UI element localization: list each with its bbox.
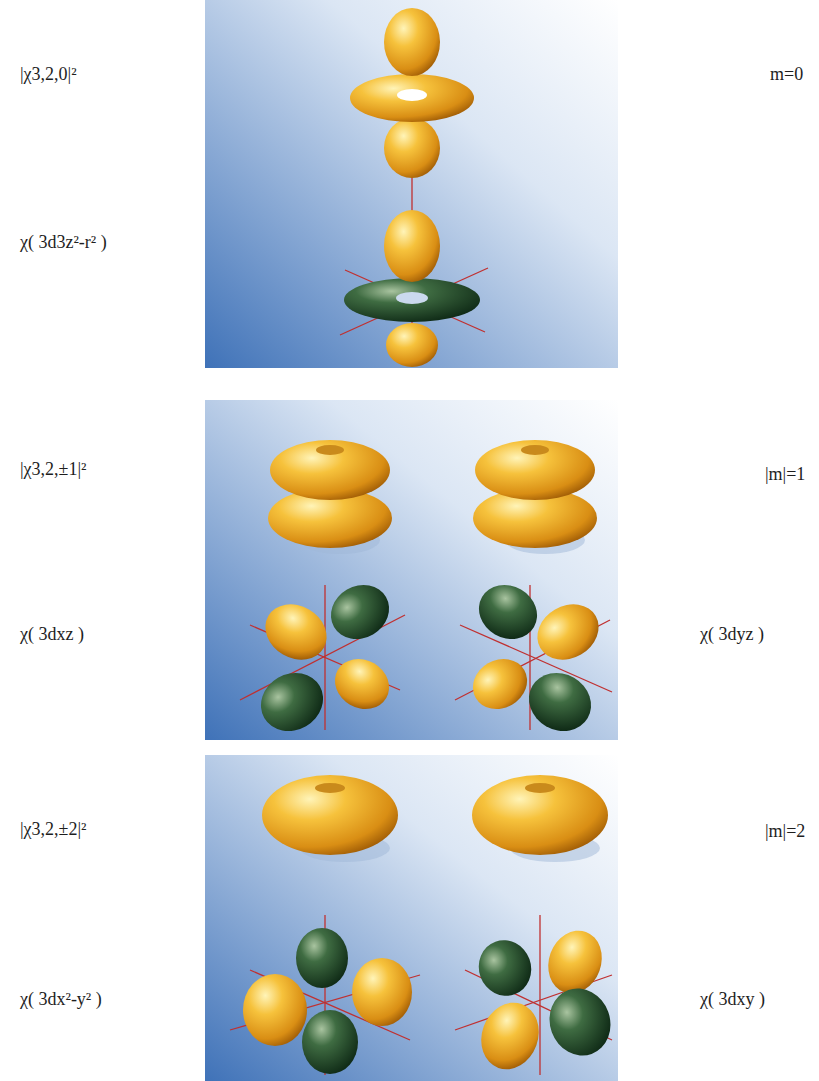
orbital-lobe	[386, 323, 438, 367]
orbital-label: |m|=2	[765, 821, 805, 843]
orbital-label: |χ3,2,±2|²	[20, 819, 86, 841]
orbital-lobe	[518, 662, 601, 742]
orbital-label: χ( 3dx²-y² )	[20, 989, 102, 1011]
orbital-torus	[350, 74, 474, 122]
axis-line	[539, 915, 540, 1075]
orbital-lobe	[472, 994, 548, 1077]
orbital-lobe	[352, 958, 412, 1026]
orbital-lobe	[384, 118, 440, 178]
orbital-lobe	[302, 1010, 358, 1074]
torus-hole	[397, 89, 427, 101]
orbital-label: χ( 3dyz )	[700, 624, 764, 646]
orbital-label: χ( 3d3z²-r² )	[20, 232, 107, 254]
orbital-lobe	[255, 593, 336, 670]
orbital-torus	[344, 278, 480, 322]
torus-dimple	[521, 445, 549, 455]
orbital-lobe	[296, 928, 348, 988]
orbital-lobe	[469, 574, 547, 649]
orbital-label: |χ3,2,0|²	[20, 64, 77, 86]
orbital-torus	[262, 775, 398, 855]
orbital-label: χ( 3dxz )	[20, 624, 84, 646]
orbital-lobe	[321, 574, 399, 649]
orbital-torus	[475, 440, 595, 500]
orbital-lobe	[471, 933, 539, 1003]
panel-ground	[205, 0, 618, 368]
orbital-lobe	[243, 974, 307, 1046]
torus-dimple	[525, 783, 555, 793]
orbital-label: |m|=1	[765, 464, 805, 486]
orbital-lobe	[326, 649, 398, 719]
orbital-lobe	[384, 210, 440, 282]
orbital-lobe	[527, 593, 608, 670]
torus-hole	[396, 292, 428, 304]
orbital-lobe	[384, 8, 440, 76]
orbital-lobe	[540, 980, 620, 1064]
torus-dimple	[316, 445, 344, 455]
torus-dimple	[315, 783, 345, 793]
orbital-label: |χ3,2,±1|²	[20, 459, 86, 481]
orbital-label: m=0	[770, 64, 803, 86]
orbital-torus	[270, 440, 390, 500]
orbital-lobe	[250, 662, 333, 742]
orbital-label: χ( 3dxy )	[700, 989, 765, 1011]
orbital-lobe	[464, 649, 536, 719]
orbital-torus	[472, 775, 608, 855]
